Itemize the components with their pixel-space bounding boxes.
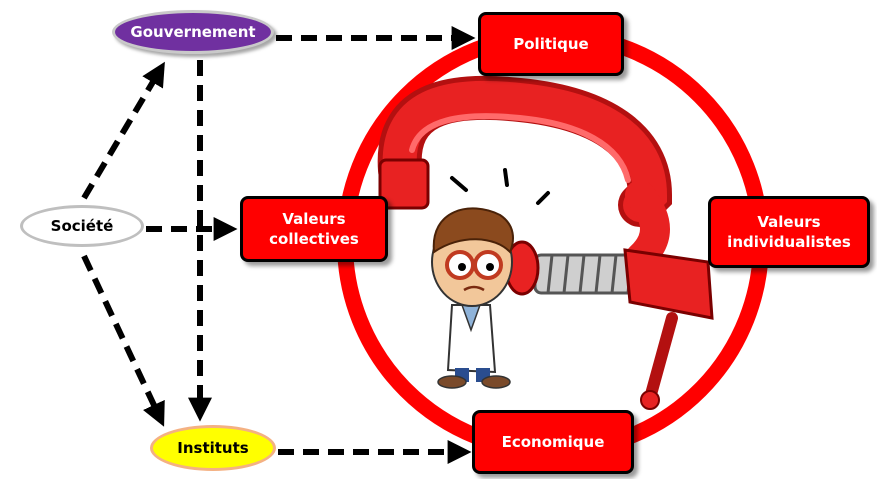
societe-label: Société xyxy=(50,217,114,235)
valeurs-individualistes-line2: individualistes xyxy=(727,233,851,251)
valeurs-collectives-line2: collectives xyxy=(269,230,359,248)
economique-label: Economique xyxy=(501,433,605,451)
scientist-clamp-illustration xyxy=(377,75,714,410)
politique-label: Politique xyxy=(513,35,589,53)
politique-box: Politique xyxy=(478,12,624,76)
societe-node: Société xyxy=(20,205,144,247)
arrow-societe-instituts xyxy=(81,254,165,427)
gouvernement-label: Gouvernement xyxy=(130,23,256,41)
valeurs-collectives-line1: Valeurs xyxy=(282,210,346,228)
valeurs-collectives-box: Valeurs collectives xyxy=(240,196,388,262)
valeurs-individualistes-box: Valeurs individualistes xyxy=(708,196,870,268)
instituts-label: Instituts xyxy=(177,439,249,457)
arrow-societe-gouv xyxy=(81,61,165,200)
gouvernement-node: Gouvernement xyxy=(112,10,274,54)
valeurs-individualistes-line1: Valeurs xyxy=(757,213,821,231)
instituts-node: Instituts xyxy=(150,425,276,471)
economique-box: Economique xyxy=(472,410,634,474)
